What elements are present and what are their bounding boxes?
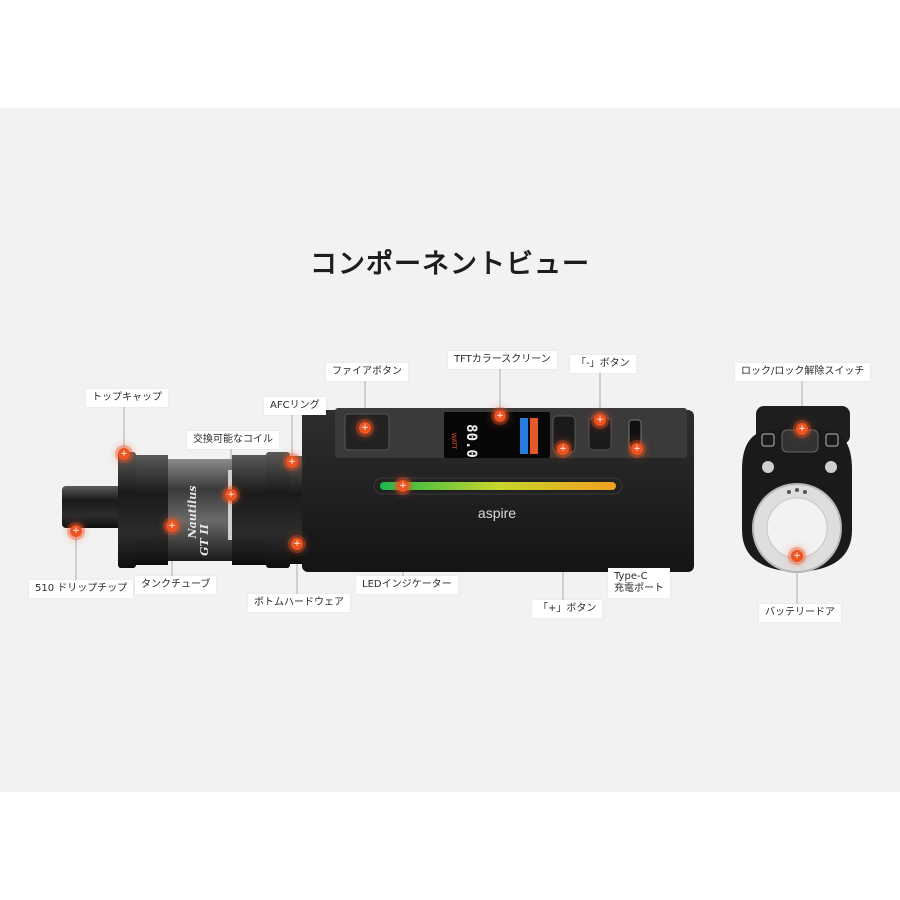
tank-brand-line2: GT II <box>198 523 211 556</box>
label-tft-screen: TFTカラースクリーン <box>448 351 557 369</box>
hotspot-bottom-hardware[interactable]: + <box>291 538 303 550</box>
hotspot-lock-switch[interactable]: + <box>796 423 808 435</box>
label-battery-door: バッテリードア <box>759 604 841 622</box>
brand-logo: aspire <box>478 505 516 521</box>
hotspot-plus-button[interactable]: + <box>557 443 569 455</box>
page-title: コンポーネントビュー <box>310 249 590 280</box>
tank-atomizer: Nautilus GT II <box>62 452 302 568</box>
label-top-cap: トップキャップ <box>86 389 168 407</box>
label-minus-button: 「-」ボタン <box>570 355 636 373</box>
hotspot-minus-button[interactable]: + <box>594 414 606 426</box>
label-bottom-hardware: ボトムハードウェア <box>248 594 350 612</box>
tank-brand-line1: Nautilus <box>186 486 199 540</box>
label-led-indicator: LEDインジケーター <box>356 576 458 594</box>
label-plus-button: 「+」ボタン <box>532 600 603 618</box>
screen-value: 80.0 <box>463 424 479 458</box>
hotspot-fire-button[interactable]: + <box>359 422 371 434</box>
hotspot-drip-tip[interactable]: + <box>70 525 82 537</box>
label-usb-port: Type-C 充電ポート <box>608 568 670 598</box>
label-usb-port-line1: Type-C <box>614 571 648 582</box>
label-drip-tip: 510 ドリップチップ <box>29 580 134 598</box>
hotspot-tft-screen[interactable]: + <box>494 410 506 422</box>
label-fire-button: ファイアボタン <box>326 363 408 381</box>
hotspot-top-cap[interactable]: + <box>118 448 130 460</box>
mod-body <box>302 408 694 572</box>
label-afc-ring: AFCリング <box>264 397 326 415</box>
label-coil: 交換可能なコイル <box>187 431 279 449</box>
label-usb-port-line2: 充電ポート <box>614 583 664 594</box>
hotspot-led-indicator[interactable]: + <box>397 480 409 492</box>
hotspot-tank-tube[interactable]: + <box>166 520 178 532</box>
hotspot-afc-ring[interactable]: + <box>286 456 298 468</box>
screen-label: WATT <box>450 433 457 450</box>
label-tank-tube: タンクチューブ <box>135 576 217 594</box>
hotspot-battery-door[interactable]: + <box>791 550 803 562</box>
bottom-view <box>742 406 852 573</box>
label-lock-switch: ロック/ロック解除スイッチ <box>735 363 871 381</box>
hotspot-usb-port[interactable]: + <box>631 443 643 455</box>
hotspot-coil[interactable]: + <box>225 489 237 501</box>
